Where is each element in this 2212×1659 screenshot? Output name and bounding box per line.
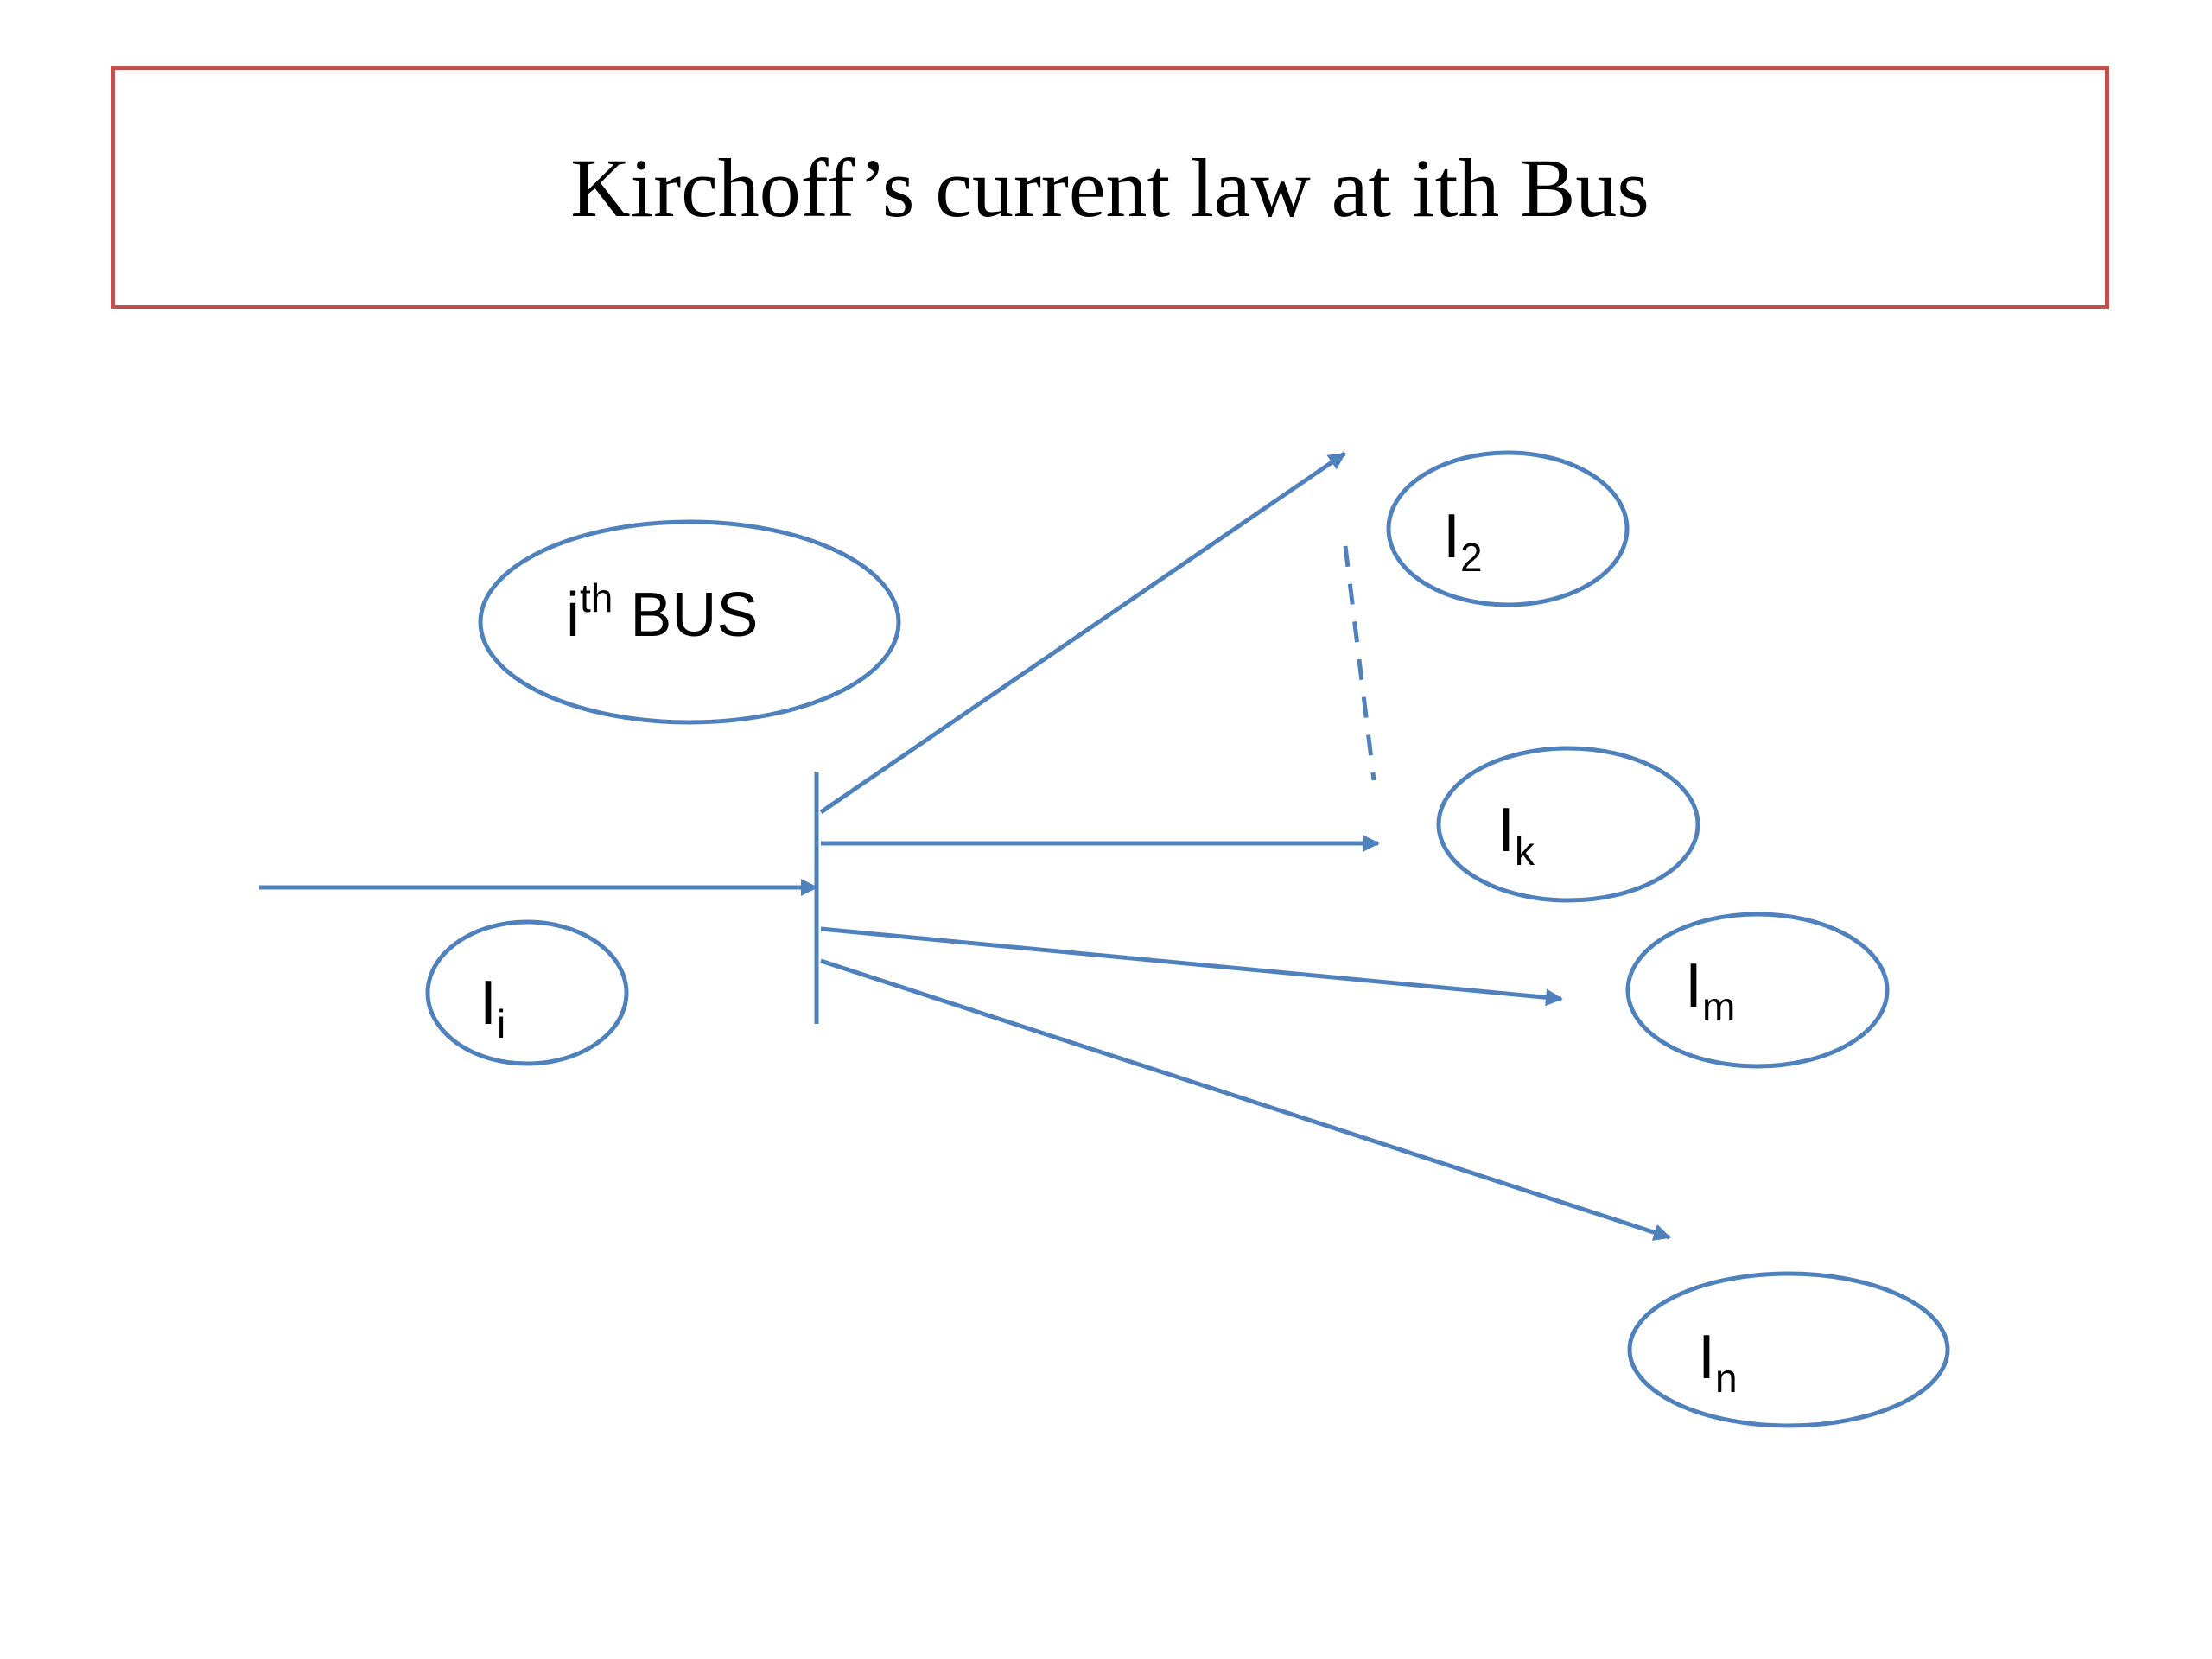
dashed-continuation-line: [1343, 545, 1376, 781]
current-2-ellipse: [1386, 450, 1630, 607]
outgoing-arrow-in: [820, 958, 1671, 1241]
current-i-label: Ii: [480, 969, 505, 1046]
current-2-label: I2: [1443, 502, 1483, 580]
title-box: Kirchoff’s current law at ith Bus: [111, 66, 2109, 309]
current-n-label: In: [1698, 1323, 1738, 1401]
current-m-label: Im: [1685, 951, 1735, 1029]
slide-title: Kirchoff’s current law at ith Bus: [570, 141, 1649, 234]
outgoing-arrow-im: [820, 926, 1563, 1007]
current-k-label: Ik: [1497, 796, 1535, 874]
current-n-ellipse: [1627, 1271, 1950, 1428]
outgoing-arrow-i2: [819, 451, 1346, 815]
current-m-ellipse: [1625, 912, 1890, 1069]
bus-label-ellipse: [478, 519, 901, 725]
current-k-ellipse: [1436, 746, 1700, 903]
current-i-ellipse: [425, 919, 629, 1066]
bus-label: ith BUS: [566, 575, 758, 650]
